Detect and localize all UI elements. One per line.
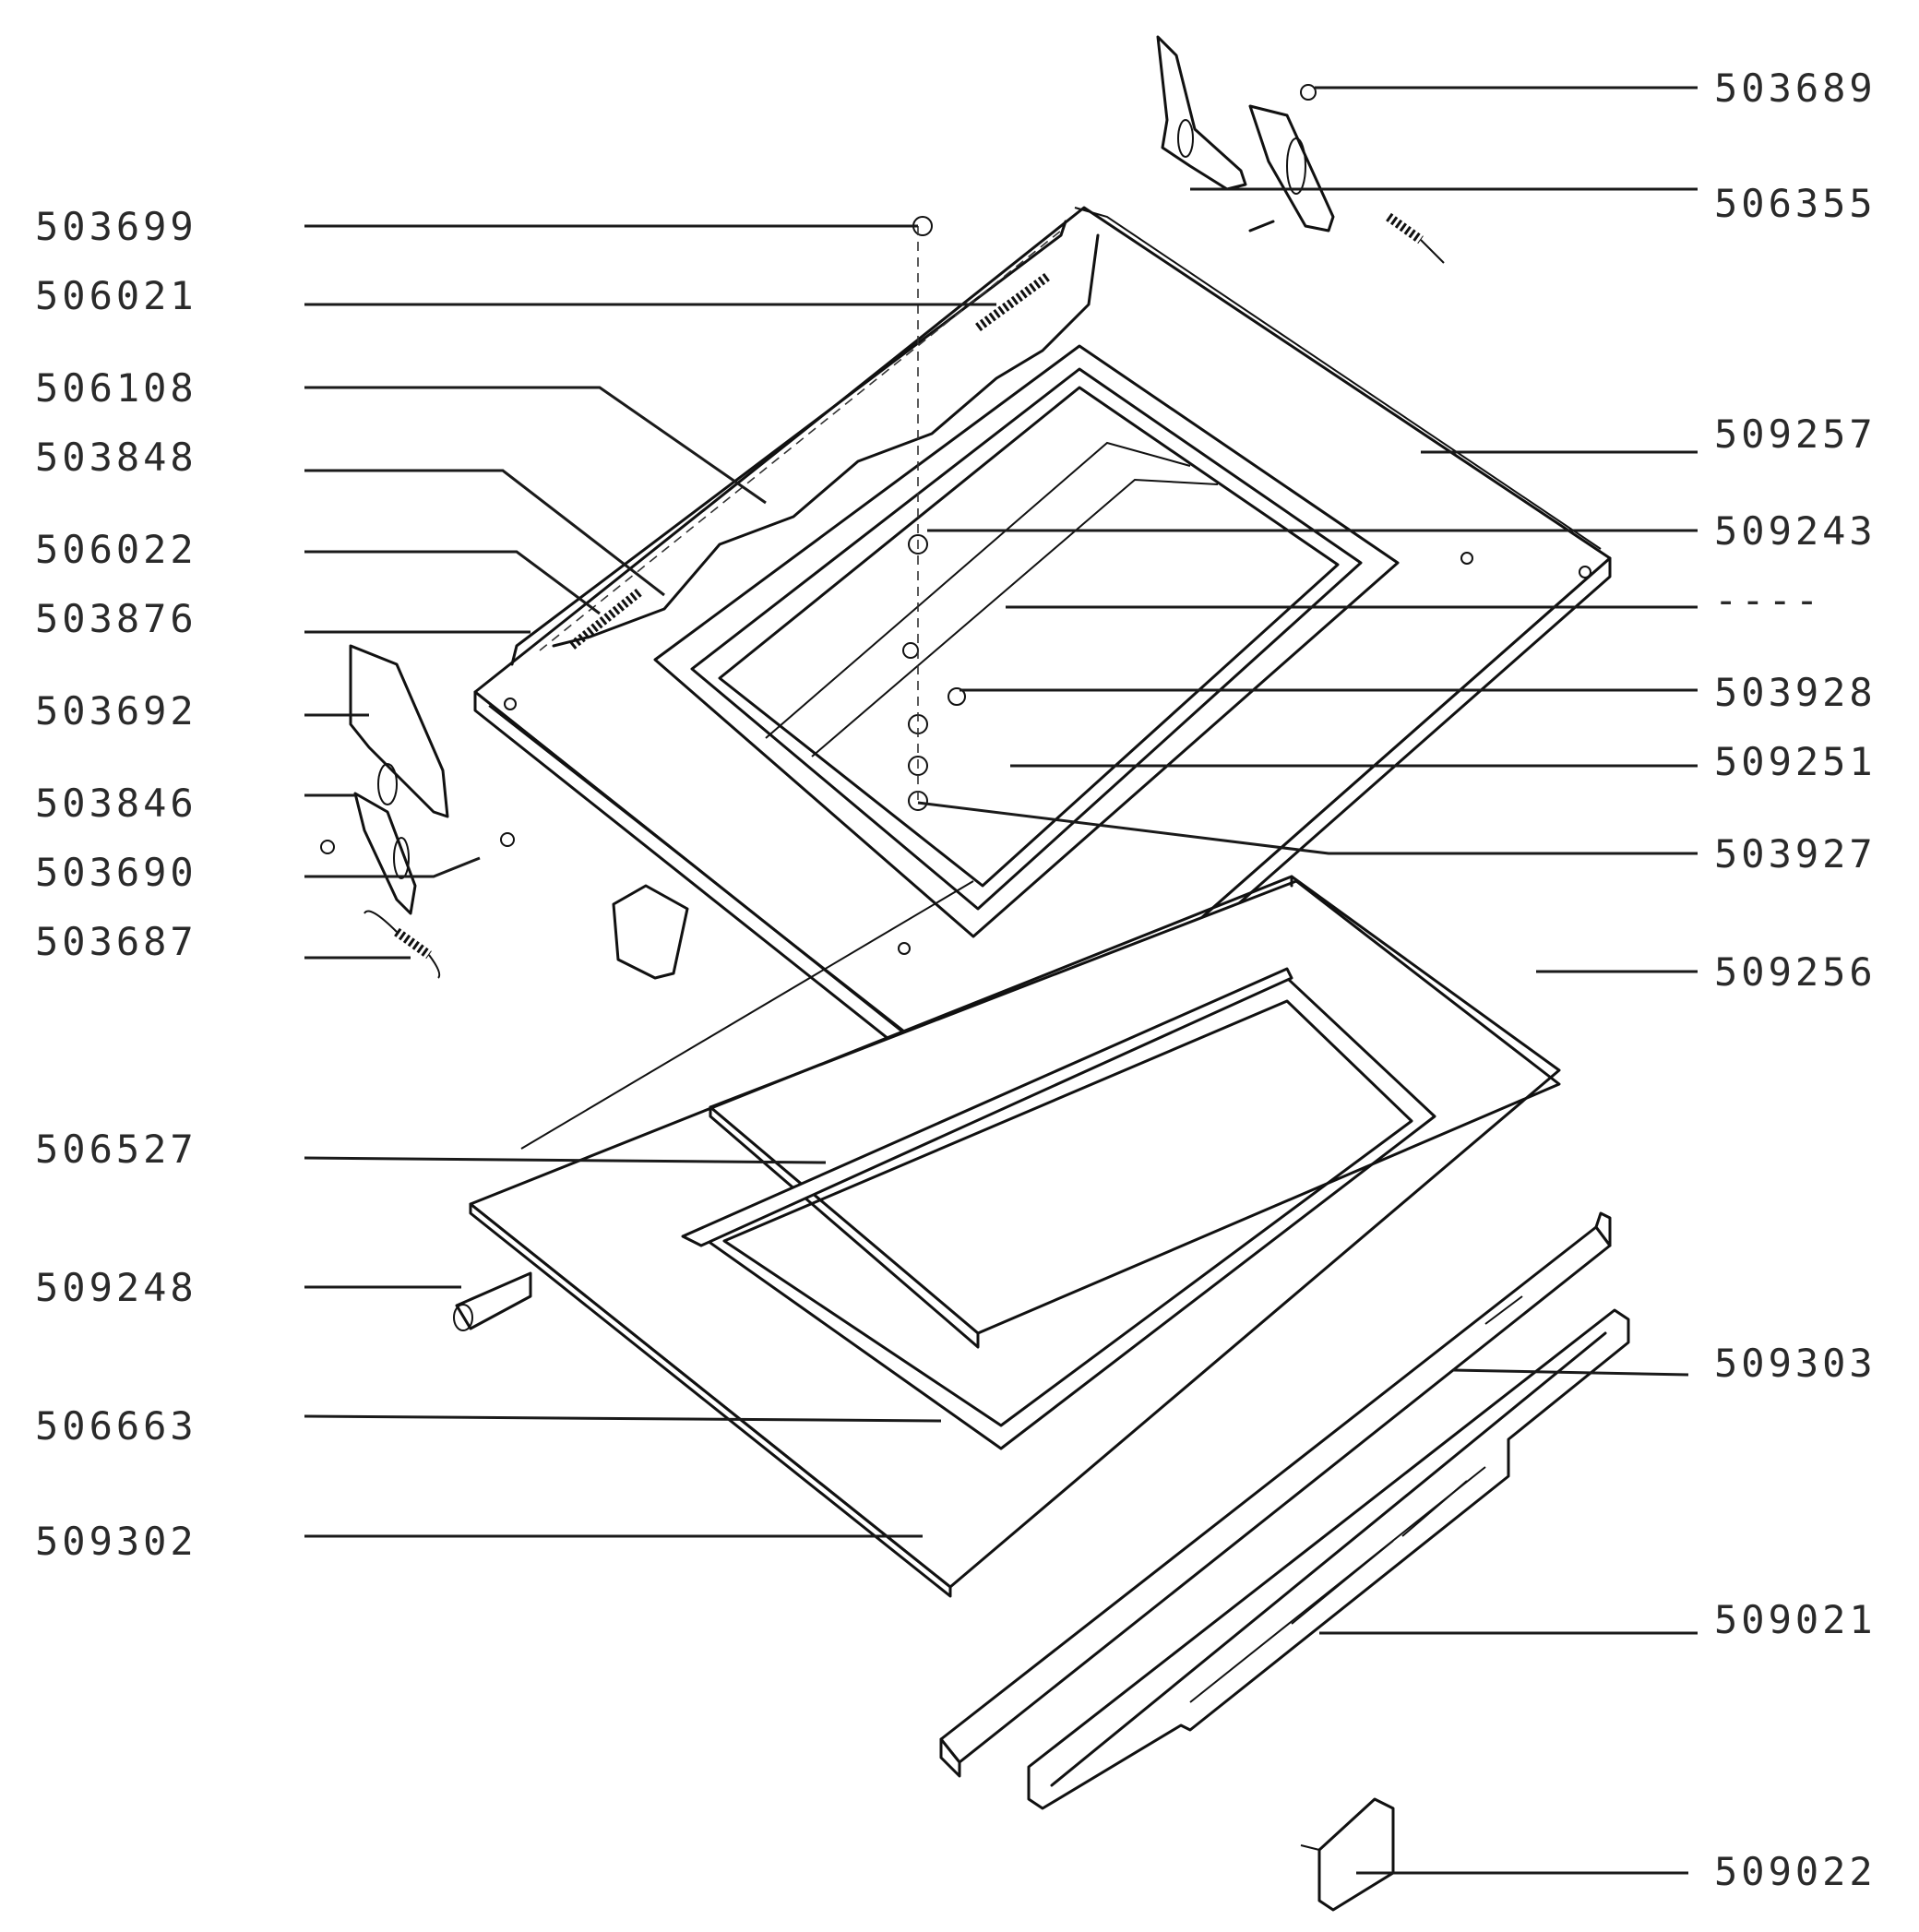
part-label: 503692: [35, 688, 197, 733]
right-hinge: [1156, 35, 1335, 233]
part-label: 509257: [1714, 411, 1877, 457]
door-handle: [1027, 1308, 1630, 1810]
part-label: 509251: [1714, 739, 1877, 784]
part-label: 509248: [35, 1265, 197, 1310]
outer-door-panel: [469, 875, 1561, 1598]
part-label: 503927: [1714, 831, 1877, 877]
labels-left: 503699 506021 506108 503848 506022 50387…: [35, 204, 197, 1564]
part-label: 506663: [35, 1403, 197, 1449]
fasteners: [320, 84, 1317, 854]
part-label: 509021: [1714, 1597, 1877, 1642]
end-cap: [1300, 1797, 1395, 1912]
part-label: 503876: [35, 596, 197, 641]
handle-rail: [939, 1211, 1612, 1778]
glass-panel: [709, 879, 1561, 1349]
leaders: [304, 86, 1698, 1875]
part-label: 503848: [35, 435, 197, 480]
part-label: 506022: [35, 527, 197, 572]
part-label: 506021: [35, 273, 197, 318]
part-label: 506355: [1714, 181, 1877, 226]
part-label: 503690: [35, 850, 197, 895]
door-gasket: [681, 967, 1436, 1450]
part-label: 503846: [35, 781, 197, 826]
part-label: 509302: [35, 1519, 197, 1564]
part-label: 503928: [1714, 670, 1877, 715]
springs: [364, 212, 1445, 979]
inner-door-frame: [473, 206, 1612, 1123]
left-hinge: [349, 644, 689, 980]
drawing: [320, 35, 1630, 1912]
part-label: 509303: [1714, 1341, 1877, 1386]
part-label: 506108: [35, 365, 197, 411]
part-label: 509243: [1714, 508, 1877, 554]
hinge-pin: [453, 1271, 532, 1331]
part-label: 509022: [1714, 1849, 1877, 1894]
part-label: ----: [1714, 578, 1822, 623]
part-label: 503699: [35, 204, 197, 249]
part-label: 506527: [35, 1127, 197, 1172]
part-label: 509256: [1714, 949, 1877, 995]
part-label: 503689: [1714, 66, 1877, 111]
labels-right: 503689 506355 509257 509243 ---- 503928 …: [1714, 66, 1877, 1894]
part-label: 503687: [35, 919, 197, 964]
